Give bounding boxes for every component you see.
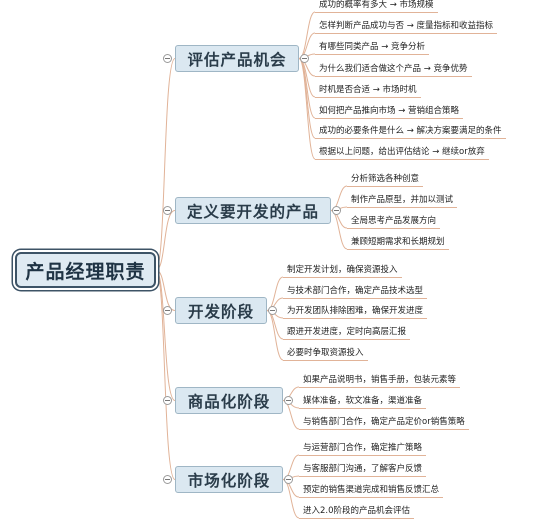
branch-connector [155, 210, 176, 271]
branch-topic[interactable]: 评估产品机会 [175, 45, 299, 72]
collapse-toggle-icon[interactable] [163, 206, 172, 215]
subtopic[interactable]: 预定的销售渠道完成和销售反馈汇总 [303, 485, 440, 495]
branch-topic-label: 开发阶段 [187, 302, 254, 321]
subtopic[interactable]: 如果产品说明书，销售手册，包装元素等 [303, 375, 457, 385]
subtopic-connector [298, 58, 316, 139]
subtopic-underline [283, 277, 402, 278]
subtopic[interactable]: 与运营部门合作，确定推广策略 [303, 443, 423, 453]
subtopic-underline [299, 476, 427, 477]
subtopic[interactable]: 为什么我们适合做这个产品 → 竞争优势 [319, 64, 468, 74]
subtopic-underline [315, 97, 421, 98]
branch-connector [155, 269, 176, 401]
subtopic[interactable]: 跟进开发进度，定时向高层汇报 [287, 327, 407, 337]
root-topic-label: 产品经理职责 [25, 260, 146, 283]
branch-topic[interactable]: 开发阶段 [175, 297, 267, 324]
subtopic[interactable]: 与技术部门合作，确定产品技术选型 [287, 286, 424, 296]
subtopic[interactable]: 进入2.0阶段的产品机会评估 [303, 506, 411, 516]
collapse-toggle-icon[interactable] [284, 475, 293, 484]
subtopic-underline [299, 408, 427, 409]
subtopic-connector [298, 11, 316, 59]
subtopic[interactable]: 为开发团队排除困难，确保开发进度 [287, 306, 424, 316]
subtopic[interactable]: 媒体准备，软文准备，渠道准备 [303, 396, 423, 406]
subtopic[interactable]: 时机是否合适 → 市场时机 [319, 85, 417, 95]
subtopic[interactable]: 有哪些同类产品 → 竞争分析 [319, 42, 426, 52]
branch-topic[interactable]: 定义要开发的产品 [175, 197, 331, 224]
subtopic-underline [299, 455, 427, 456]
subtopic[interactable]: 必要时争取资源投入 [287, 348, 364, 358]
subtopic[interactable]: 制作产品原型，并加以测试 [351, 195, 454, 205]
branch-connector [155, 58, 176, 271]
branch-topic-label: 评估产品机会 [187, 50, 287, 69]
subtopic[interactable]: 分析筛选各种创意 [351, 174, 420, 184]
branch-topic[interactable]: 市场化阶段 [175, 466, 283, 493]
subtopic-underline [315, 138, 506, 139]
subtopic-underline [347, 249, 449, 250]
subtopic-underline [315, 54, 430, 55]
branch-topic-label: 市场化阶段 [187, 471, 271, 490]
subtopic-underline [315, 159, 489, 160]
branch-topic[interactable]: 商品化阶段 [175, 387, 283, 414]
branch-topic-label: 定义要开发的产品 [186, 202, 319, 221]
collapse-toggle-icon[interactable] [300, 54, 309, 63]
subtopic[interactable]: 怎样判断产品成功与否 → 度量指标和收益指标 [319, 21, 494, 31]
subtopic[interactable]: 兼顾短期需求和长期规划 [351, 237, 445, 247]
subtopic-underline [347, 228, 441, 229]
subtopic[interactable]: 与客服部门沟通，了解客户反馈 [303, 464, 423, 474]
branch-topic-label: 商品化阶段 [187, 392, 271, 411]
subtopic-underline [283, 318, 428, 319]
subtopic[interactable]: 如何把产品推向市场 → 营销组合策略 [319, 106, 460, 116]
subtopic-connector [266, 276, 284, 311]
collapse-toggle-icon[interactable] [268, 306, 277, 315]
collapse-toggle-icon[interactable] [163, 54, 172, 63]
collapse-toggle-icon[interactable] [284, 396, 293, 405]
subtopic-underline [347, 186, 424, 187]
root-topic[interactable]: 产品经理职责 [15, 252, 156, 288]
subtopic-underline [283, 339, 411, 340]
subtopic-underline [315, 12, 438, 13]
subtopic[interactable]: 全局思考产品发展方向 [351, 216, 437, 226]
subtopic-underline [315, 118, 464, 119]
subtopic-connector [330, 210, 348, 250]
collapse-toggle-icon[interactable] [163, 306, 172, 315]
subtopic-underline [315, 76, 472, 77]
collapse-toggle-icon[interactable] [163, 396, 172, 405]
subtopic[interactable]: 成功的必要条件是什么 → 解决方案要满足的条件 [319, 126, 502, 136]
subtopic-underline [347, 207, 458, 208]
subtopic[interactable]: 制定开发计划，确保资源投入 [287, 265, 398, 275]
branch-connector [155, 269, 176, 311]
subtopic[interactable]: 与销售部门合作，确定产品定价or销售策略 [303, 417, 465, 427]
branch-connector [155, 269, 176, 480]
subtopic[interactable]: 根据以上问题，给出评估结论 → 继续or放弃 [319, 147, 485, 157]
subtopic-underline [299, 387, 461, 388]
collapse-toggle-icon[interactable] [332, 206, 341, 215]
subtopic-connector [282, 479, 300, 519]
subtopic-connector [298, 58, 316, 160]
subtopic-underline [299, 518, 415, 519]
subtopic-underline [299, 429, 469, 430]
collapse-toggle-icon[interactable] [163, 475, 172, 484]
subtopic-underline [299, 497, 444, 498]
subtopic-underline [283, 360, 368, 361]
subtopic-underline [315, 33, 498, 34]
subtopic[interactable]: 成功的概率有多大 → 市场规模 [319, 0, 434, 10]
subtopic-underline [283, 298, 428, 299]
